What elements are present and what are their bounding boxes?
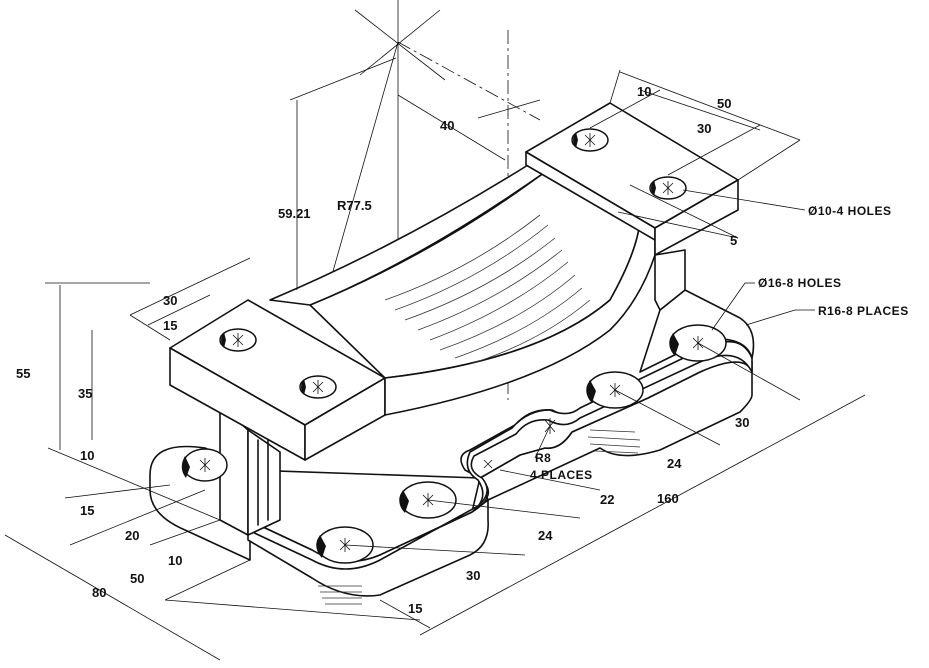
dim-r77-5: R77.5: [337, 198, 372, 213]
callout-radius-places: R16-8 PLACES: [818, 304, 909, 318]
dim-15-bottom: 15: [408, 601, 422, 616]
dim-55: 55: [16, 366, 30, 381]
dim-15-lower: 15: [80, 503, 94, 518]
dim-160: 160: [657, 491, 679, 506]
dimension-lines: [4, 57, 866, 661]
dim-40: 40: [440, 118, 454, 133]
callout-r8: R8: [535, 451, 551, 465]
dim-59-21: 59.21: [278, 206, 311, 221]
fillet-shading: [318, 429, 641, 605]
dim-50-top: 50: [717, 96, 731, 111]
dimension-labels: 10 50 30 40 59.21 R77.5 5 30 15 55 35 10…: [16, 84, 749, 616]
dim-10-left: 10: [80, 448, 94, 463]
dim-30-top: 30: [697, 121, 711, 136]
saddle-surface-shading: [384, 214, 591, 365]
hole-center-marks: [199, 133, 704, 552]
dim-80: 80: [92, 585, 106, 600]
dim-10-top: 10: [637, 84, 651, 99]
hole-large-1: [181, 448, 228, 482]
dim-5: 5: [730, 233, 737, 248]
dim-30-left: 30: [163, 293, 177, 308]
dim-10-lower: 10: [168, 553, 182, 568]
dim-22: 22: [600, 492, 614, 507]
callout-holes-small: Ø10-4 HOLES: [808, 204, 892, 218]
dim-24-right: 24: [667, 456, 682, 471]
dim-30-right: 30: [735, 415, 749, 430]
callout-r8-places: 4 PLACES: [530, 468, 593, 482]
dim-50-lower: 50: [130, 571, 144, 586]
dim-15-left: 15: [163, 318, 177, 333]
dim-24-bottom: 24: [538, 528, 553, 543]
dim-35: 35: [78, 386, 92, 401]
dim-30-bottom: 30: [466, 568, 480, 583]
callout-labels: Ø10-4 HOLES Ø16-8 HOLES R16-8 PLACES R8 …: [530, 204, 909, 482]
dim-20: 20: [125, 528, 139, 543]
callout-holes-large: Ø16-8 HOLES: [758, 276, 842, 290]
